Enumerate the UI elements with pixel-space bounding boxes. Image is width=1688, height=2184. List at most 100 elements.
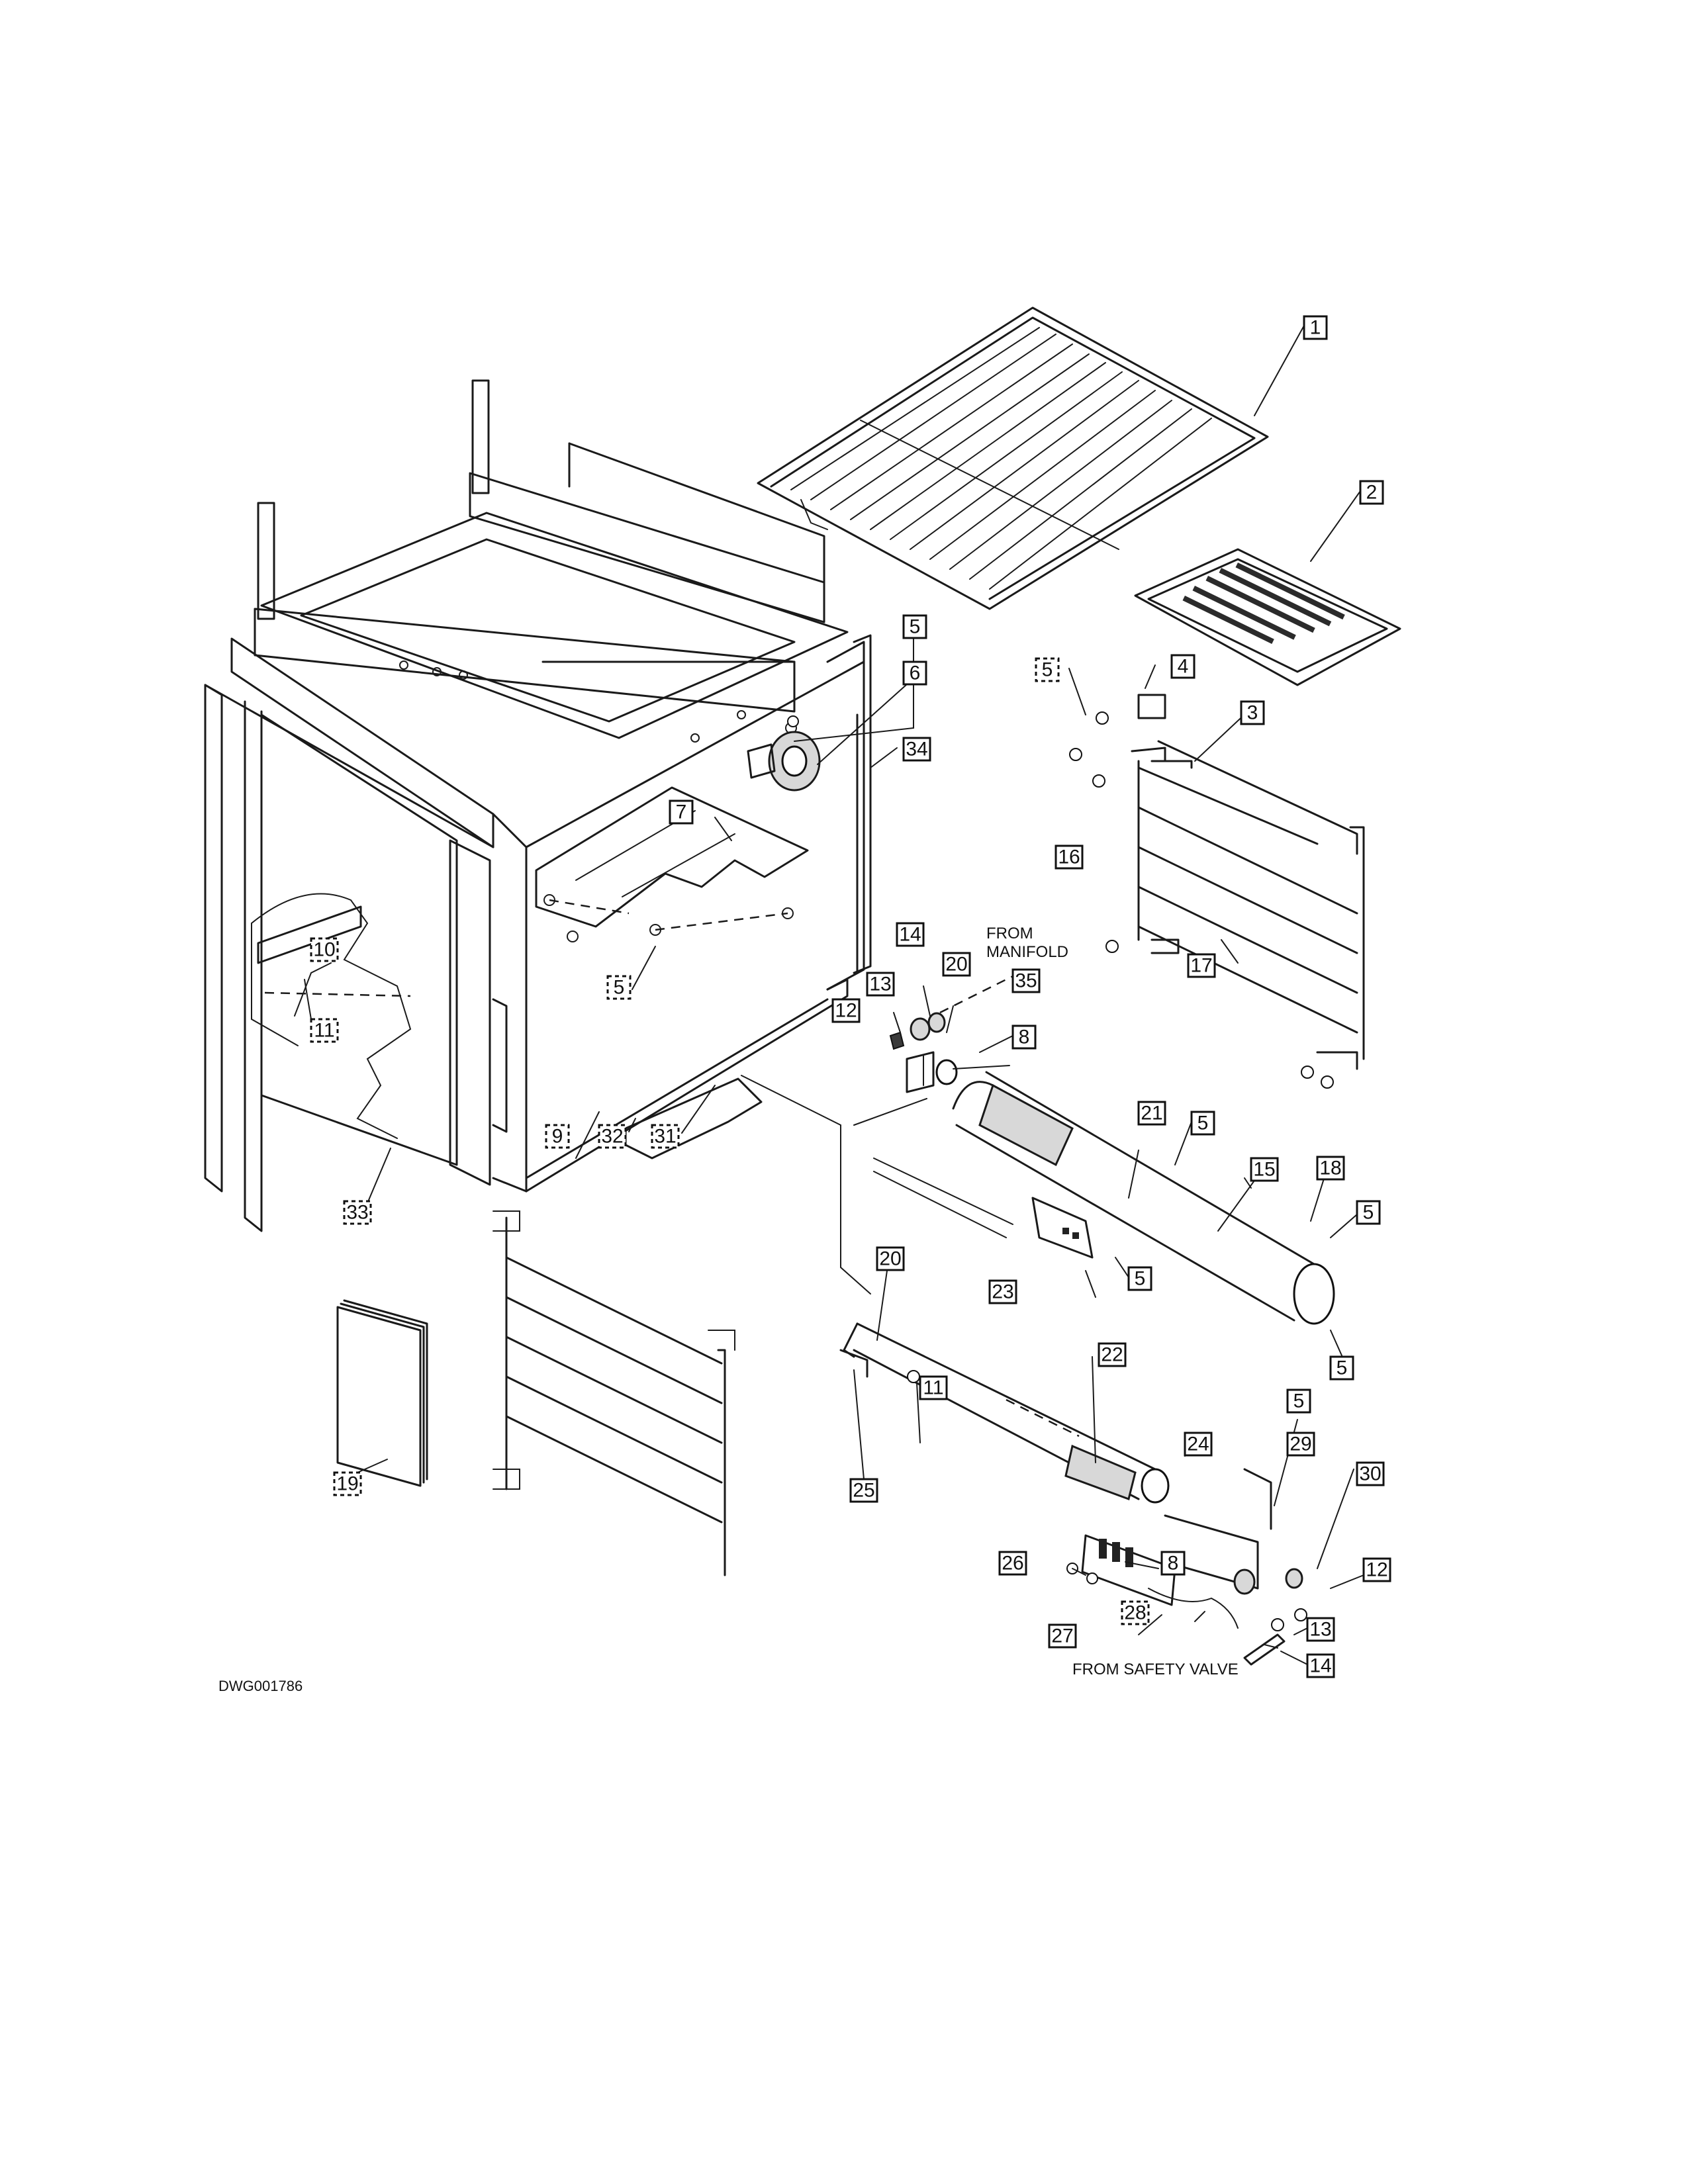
callout-25: 25 [849,1478,878,1503]
callout-15: 15 [1250,1157,1279,1182]
svg-text:35: 35 [1015,970,1037,992]
callout-28: 28 [1121,1600,1150,1625]
callout-labels: 1 2 3 4 5 5 5 5 5 5 5 5 6 7 8 8 9 10 11 … [310,315,1391,1678]
svg-text:30: 30 [1359,1463,1381,1485]
svg-text:11: 11 [923,1377,943,1399]
svg-text:18: 18 [1319,1158,1341,1179]
callout-2: 2 [1359,480,1384,505]
svg-text:15: 15 [1253,1159,1275,1181]
svg-text:8: 8 [1019,1026,1030,1048]
svg-text:4: 4 [1178,656,1189,678]
callout-4: 4 [1170,654,1196,679]
callout-34: 34 [902,737,931,762]
callout-9: 9 [545,1124,570,1149]
svg-text:34: 34 [906,739,927,760]
callout-35: 35 [1011,968,1041,993]
callout-10: 10 [310,937,339,962]
callout-5-h: 5 [1286,1388,1311,1414]
callout-5-e: 5 [1127,1266,1152,1291]
svg-text:1: 1 [1310,317,1321,339]
callout-3: 3 [1240,700,1265,725]
callout-1: 1 [1303,315,1328,340]
svg-text:26: 26 [1002,1553,1023,1574]
upper-orifice-fittings [889,972,1020,1093]
rack-support-right [1069,694,1365,1089]
callout-5-f: 5 [1356,1200,1381,1225]
callout-14-a: 14 [896,922,925,947]
svg-text:20: 20 [945,954,967,976]
svg-text:5: 5 [1363,1202,1374,1224]
callout-18: 18 [1316,1156,1345,1181]
callout-5-b: 5 [902,614,927,639]
broiler-pan [1134,548,1401,686]
svg-text:12: 12 [1366,1559,1387,1581]
callout-14-b: 14 [1306,1653,1335,1678]
svg-text:10: 10 [313,939,335,961]
callout-16: 16 [1055,844,1084,870]
oven-light-socket [747,715,821,792]
svg-text:32: 32 [601,1126,623,1148]
svg-text:29: 29 [1289,1433,1311,1455]
callout-27: 27 [1048,1623,1077,1649]
callout-23: 23 [988,1279,1017,1304]
callout-29: 29 [1286,1432,1315,1457]
svg-text:16: 16 [1058,846,1080,868]
callout-30: 30 [1356,1461,1385,1486]
svg-text:13: 13 [1309,1619,1331,1641]
callout-5-d: 5 [1190,1111,1215,1136]
oven-rack [757,306,1269,610]
svg-text:3: 3 [1247,702,1258,724]
igniter-assembly [1066,1468,1307,1666]
callout-20-a: 20 [942,952,971,977]
broil-burner [873,1071,1335,1325]
svg-text:2: 2 [1366,482,1378,504]
callout-26: 26 [998,1551,1027,1576]
rack-support-left [492,1210,735,1576]
from-manifold-note-line2: MANIFOLD [986,943,1068,961]
callout-11-b: 11 [919,1375,948,1400]
callout-32: 32 [598,1124,627,1149]
svg-text:19: 19 [336,1473,358,1495]
from-safety-valve-note: FROM SAFETY VALVE [1072,1661,1239,1678]
oven-body-assembly [204,379,872,1232]
callout-7: 7 [669,799,694,825]
svg-text:20: 20 [879,1248,901,1270]
svg-text:7: 7 [676,801,687,823]
svg-text:25: 25 [853,1480,874,1502]
from-manifold-note-line1: FROM [986,925,1033,942]
svg-text:8: 8 [1168,1553,1179,1574]
svg-text:14: 14 [899,924,921,946]
svg-text:5: 5 [1336,1357,1348,1379]
svg-text:33: 33 [346,1202,368,1224]
svg-text:23: 23 [992,1281,1013,1303]
svg-text:5: 5 [614,977,625,999]
callout-19: 19 [333,1471,362,1496]
callout-12-b: 12 [1362,1557,1391,1582]
callout-17: 17 [1187,953,1216,978]
svg-text:27: 27 [1051,1625,1073,1647]
svg-text:13: 13 [869,974,891,995]
svg-text:5: 5 [1135,1268,1146,1290]
svg-text:21: 21 [1141,1103,1162,1124]
callout-31: 31 [651,1124,680,1149]
callout-6: 6 [902,660,927,686]
literature-packet [336,1299,428,1487]
svg-text:9: 9 [552,1126,563,1148]
svg-text:28: 28 [1124,1602,1146,1624]
svg-text:31: 31 [654,1126,676,1148]
svg-text:6: 6 [910,662,921,684]
callout-13-b: 13 [1306,1617,1335,1642]
callout-22: 22 [1098,1342,1127,1367]
callout-5-c: 5 [606,975,632,1000]
svg-text:5: 5 [1042,659,1053,681]
bake-burner [839,1322,1170,1504]
svg-text:22: 22 [1101,1344,1123,1366]
drawing-id: DWG001786 [218,1678,303,1694]
svg-text:12: 12 [835,1000,857,1022]
callout-8-b: 8 [1160,1551,1186,1576]
callout-8-a: 8 [1011,1024,1037,1050]
svg-text:14: 14 [1309,1655,1331,1677]
callout-24: 24 [1184,1432,1213,1457]
callout-20-b: 20 [876,1246,905,1271]
